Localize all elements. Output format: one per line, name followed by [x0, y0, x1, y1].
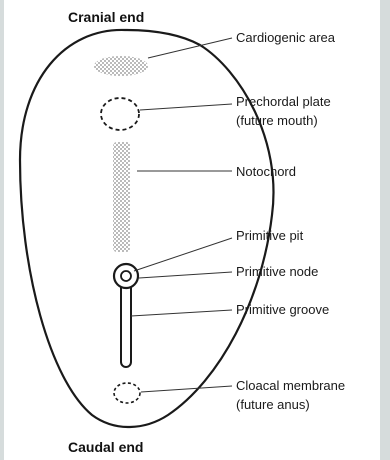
cranial-end-label: Cranial end [68, 9, 144, 25]
label-prechordal-plate-note: (future mouth) [236, 113, 318, 128]
notochord [113, 142, 130, 252]
primitive-pit [121, 271, 131, 281]
label-notochord: Notochord [236, 164, 296, 179]
primitive-groove [121, 282, 131, 367]
label-primitive-pit: Primitive pit [236, 228, 304, 243]
label-cardiogenic-area: Cardiogenic area [236, 30, 336, 45]
label-primitive-groove: Primitive groove [236, 302, 329, 317]
label-cloacal-membrane: Cloacal membrane [236, 378, 345, 393]
label-primitive-node: Primitive node [236, 264, 318, 279]
caudal-end-label: Caudal end [68, 439, 143, 455]
label-cloacal-membrane-note: (future anus) [236, 397, 310, 412]
cardiogenic-area [94, 56, 148, 76]
label-prechordal-plate: Prechordal plate [236, 94, 331, 109]
